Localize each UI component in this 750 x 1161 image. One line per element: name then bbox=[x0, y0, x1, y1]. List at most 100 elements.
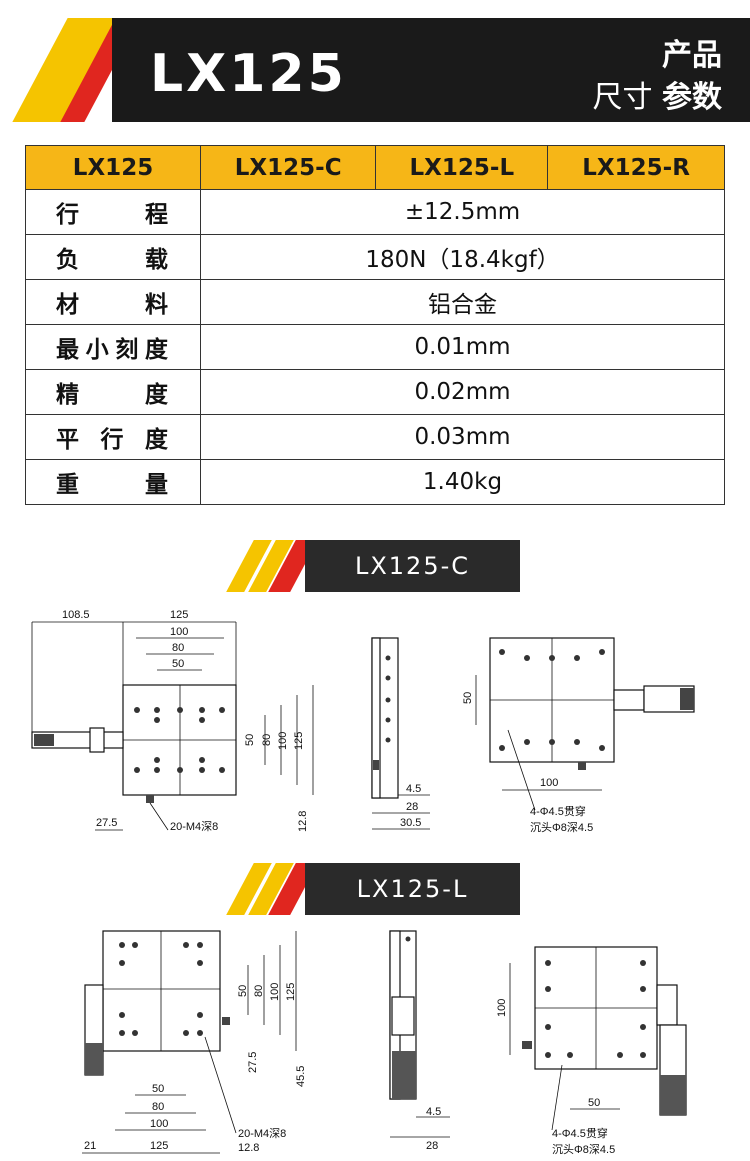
dim-label: 50 bbox=[152, 1083, 164, 1095]
row-label: 负载 bbox=[25, 234, 201, 280]
header-bar bbox=[112, 18, 750, 122]
column-header: LX125-R bbox=[547, 145, 725, 190]
row-label-text: 重量 bbox=[26, 465, 200, 499]
dim-label: 125 bbox=[150, 1140, 168, 1152]
section-l-header: LX125-L bbox=[0, 863, 750, 923]
row-label: 行程 bbox=[25, 189, 201, 235]
dim-label: 沉头Φ8深4.5 bbox=[530, 821, 593, 834]
table-row: 重量 1.40kg bbox=[25, 459, 725, 505]
label-char: 重 bbox=[56, 472, 81, 498]
section-bar bbox=[305, 863, 520, 915]
label-char: 料 bbox=[145, 292, 170, 318]
row-value: 铝合金 bbox=[200, 279, 725, 325]
label-char: 精 bbox=[56, 382, 81, 408]
column-header: LX125-C bbox=[199, 145, 377, 190]
row-label: 重量 bbox=[25, 459, 201, 505]
row-value: ±12.5mm bbox=[200, 189, 725, 235]
dim-label: 27.5 bbox=[96, 817, 117, 829]
dim-label: 125 bbox=[293, 732, 305, 750]
dim-label: 100 bbox=[277, 732, 289, 750]
label-char: 材 bbox=[56, 292, 81, 318]
dim-label: 21 bbox=[84, 1140, 96, 1152]
spec-table: LX125 LX125-C LX125-L LX125-R 行程 ±12.5mm… bbox=[25, 145, 725, 505]
drawing-c-side: 4.5 28 30.5 bbox=[371, 637, 430, 830]
dim-label: 沉头Φ8深4.5 bbox=[552, 1143, 615, 1156]
dim-label: 50 bbox=[588, 1097, 600, 1109]
row-label-text: 材料 bbox=[26, 285, 200, 319]
label-char: 负 bbox=[56, 247, 81, 273]
dim-label: 125 bbox=[285, 983, 297, 1001]
drawing-c: 108.5 125 100 80 50 50 80 100 125 27.5 2… bbox=[31, 609, 695, 834]
row-label: 平行度 bbox=[25, 414, 201, 460]
row-value: 0.02mm bbox=[200, 369, 725, 415]
table-row: 材料 铝合金 bbox=[25, 279, 725, 325]
section-c-title: LX125-C bbox=[354, 552, 471, 580]
dim-label: 28 bbox=[426, 1140, 438, 1152]
dim-label: 80 bbox=[261, 734, 273, 746]
column-header: LX125-L bbox=[375, 145, 549, 190]
label-char: 度 bbox=[145, 427, 170, 453]
dim-label: 20-M4深8 bbox=[170, 820, 218, 833]
dim-label: 4-Φ4.5贯穿 bbox=[530, 804, 586, 818]
table-header-row: LX125 LX125-C LX125-L LX125-R bbox=[25, 145, 725, 190]
header-sub-line1: 产品 bbox=[662, 38, 722, 73]
drawing-l-side: 4.5 28 bbox=[389, 930, 450, 1152]
dim-label: 125 bbox=[170, 609, 188, 621]
dim-label: 100 bbox=[150, 1118, 168, 1130]
dim-label: 108.5 bbox=[62, 609, 90, 621]
row-value: 0.01mm bbox=[200, 324, 725, 370]
dim-label: 80 bbox=[253, 985, 265, 997]
table-row: 精度 0.02mm bbox=[25, 369, 725, 415]
drawing-l-front: 50 80 100 125 27.5 45.5 50 80 100 21 125… bbox=[82, 930, 307, 1154]
row-value: 0.03mm bbox=[200, 414, 725, 460]
row-value: 1.40kg bbox=[200, 459, 725, 505]
dim-label: 50 bbox=[462, 692, 474, 704]
row-label: 最小刻度 bbox=[25, 324, 201, 370]
row-label-text: 精度 bbox=[26, 375, 200, 409]
table-row: 平行度 0.03mm bbox=[25, 414, 725, 460]
dim-label: 20-M4深8 bbox=[238, 1127, 286, 1140]
label-char: 行 bbox=[56, 202, 81, 228]
drawing-l-top: 100 50 4-Φ4.5贯穿 沉头Φ8深4.5 bbox=[496, 946, 687, 1156]
label-char: 载 bbox=[145, 247, 170, 273]
dim-label: 27.5 bbox=[247, 1052, 259, 1073]
row-label-text: 平行度 bbox=[26, 420, 200, 454]
dim-label: 100 bbox=[540, 777, 558, 789]
micrometer bbox=[613, 689, 645, 711]
dim-label: 50 bbox=[172, 658, 184, 670]
row-label-text: 负载 bbox=[26, 240, 200, 274]
label-char: 度 bbox=[145, 382, 170, 408]
dim-label: 100 bbox=[496, 999, 508, 1017]
dim-label: 4.5 bbox=[426, 1106, 441, 1118]
table-row: 负载 180N（18.4kgf） bbox=[25, 234, 725, 280]
label-char: 量 bbox=[145, 472, 170, 498]
row-value: 180N（18.4kgf） bbox=[200, 234, 725, 280]
dim-label: 100 bbox=[269, 983, 281, 1001]
dim-label: 80 bbox=[152, 1101, 164, 1113]
mount-holes bbox=[134, 707, 225, 773]
section-bar bbox=[305, 540, 520, 592]
label-char: 刻 bbox=[115, 337, 141, 363]
row-label: 精度 bbox=[25, 369, 201, 415]
dim-label: 50 bbox=[244, 734, 256, 746]
dim-label: 80 bbox=[172, 642, 184, 654]
label-char: 最 bbox=[56, 337, 81, 363]
dim-label: 28 bbox=[406, 801, 418, 813]
header-sub-a: 尺寸 bbox=[592, 80, 653, 115]
dim-label: 100 bbox=[170, 626, 188, 638]
dim-label: 12.8 bbox=[297, 811, 309, 832]
table-row: 最小刻度 0.01mm bbox=[25, 324, 725, 370]
label-char: 平 bbox=[56, 427, 81, 453]
dim-label: 12.8 bbox=[238, 1142, 259, 1154]
header-sub-line2: 尺寸 参数 bbox=[592, 80, 722, 116]
column-header: LX125 bbox=[25, 145, 201, 190]
dim-label: 4-Φ4.5贯穿 bbox=[552, 1126, 608, 1140]
label-char: 程 bbox=[145, 202, 170, 228]
drawing-c-top: 50 100 4-Φ4.5贯穿 沉头Φ8深4.5 bbox=[462, 637, 695, 834]
row-label-text: 最小刻度 bbox=[26, 330, 200, 364]
section-l-title: LX125-L bbox=[356, 875, 469, 903]
model-title: LX125 bbox=[150, 44, 347, 104]
label-char: 小 bbox=[85, 337, 111, 363]
dim-label: 50 bbox=[237, 985, 249, 997]
header-sub-b: 参数 bbox=[662, 80, 722, 115]
